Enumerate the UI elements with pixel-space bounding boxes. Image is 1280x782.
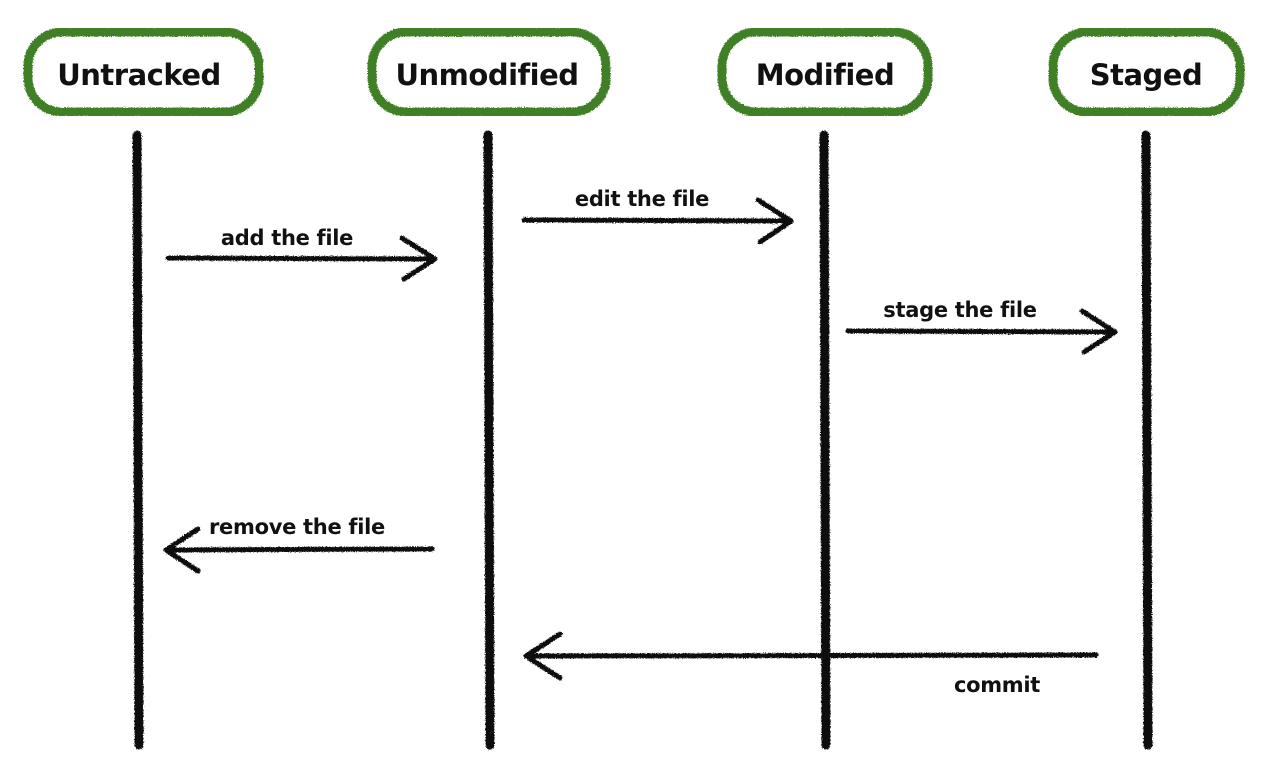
transition-add-the-file: add the file [165, 226, 438, 282]
arrow-add-the-file-shaft [165, 255, 435, 262]
lifeline-unmodified [483, 130, 495, 750]
transition-stage-the-file: stage the file [845, 298, 1118, 355]
state-unmodified: Unmodified [367, 27, 611, 117]
transition-commit: commit [523, 631, 1099, 697]
transition-edit-the-file: edit the file [521, 187, 794, 245]
lifeline-untracked [132, 130, 144, 750]
state-untracked-box [23, 27, 264, 117]
arrow-stage-the-file-shaft [845, 328, 1115, 335]
arrow-commit-head [523, 631, 563, 681]
lifeline-staged [1141, 130, 1153, 750]
arrow-add-the-file-label: add the file [221, 226, 353, 250]
arrow-edit-the-file-label: edit the file [575, 187, 709, 211]
state-modified-label: Modified [756, 58, 894, 92]
state-unmodified-box [367, 27, 611, 117]
state-untracked: Untracked [23, 27, 264, 117]
state-staged-label: Staged [1090, 58, 1203, 92]
arrow-remove-the-file-head [163, 526, 201, 574]
arrow-stage-the-file-label: stage the file [883, 298, 1036, 322]
transition-remove-the-file: remove the file [163, 515, 435, 574]
state-staged-box [1048, 27, 1245, 117]
arrow-stage-the-file-head [1079, 308, 1118, 355]
state-unmodified-label: Unmodified [395, 58, 578, 92]
lifelines [132, 130, 1153, 750]
arrow-commit-shaft [525, 652, 1099, 659]
arrow-edit-the-file-head [755, 197, 794, 245]
arrow-add-the-file-head [399, 235, 438, 282]
state-modified: Modified [717, 27, 933, 117]
arrow-edit-the-file-shaft [521, 217, 791, 224]
arrow-commit-label: commit [954, 673, 1040, 697]
state-staged: Staged [1048, 27, 1245, 117]
state-modified-box [717, 27, 933, 117]
arrow-remove-the-file-label: remove the file [209, 515, 385, 539]
arrow-remove-the-file-shaft [165, 546, 435, 553]
lifeline-modified [819, 130, 831, 750]
state-untracked-label: Untracked [57, 58, 221, 92]
